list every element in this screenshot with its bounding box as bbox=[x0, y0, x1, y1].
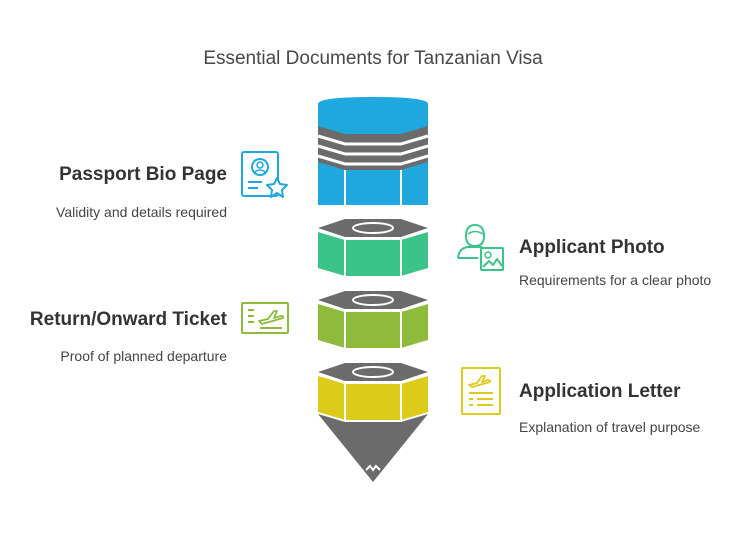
letter-title: Application Letter bbox=[519, 381, 681, 402]
passport-star-icon bbox=[241, 151, 288, 198]
plane-ticket-icon bbox=[241, 302, 289, 334]
photo-title: Applicant Photo bbox=[519, 237, 665, 258]
blue-cap-segment bbox=[317, 97, 429, 205]
ticket-desc: Proof of planned departure bbox=[60, 348, 227, 364]
photo-desc: Requirements for a clear photo bbox=[519, 272, 712, 288]
olive-segment bbox=[318, 291, 428, 348]
ticket-title: Return/Onward Ticket bbox=[29, 309, 227, 330]
letter-plane-icon bbox=[461, 367, 501, 415]
green-segment bbox=[318, 219, 428, 276]
diagram-title: Essential Documents for Tanzanian Visa bbox=[203, 48, 543, 69]
passport-title: Passport Bio Page bbox=[59, 164, 227, 185]
yellow-segment bbox=[318, 363, 428, 420]
person-photo-icon bbox=[457, 223, 504, 271]
pencil-tip bbox=[318, 414, 428, 482]
letter-desc: Explanation of travel purpose bbox=[519, 419, 701, 435]
passport-desc: Validity and details required bbox=[56, 204, 227, 220]
